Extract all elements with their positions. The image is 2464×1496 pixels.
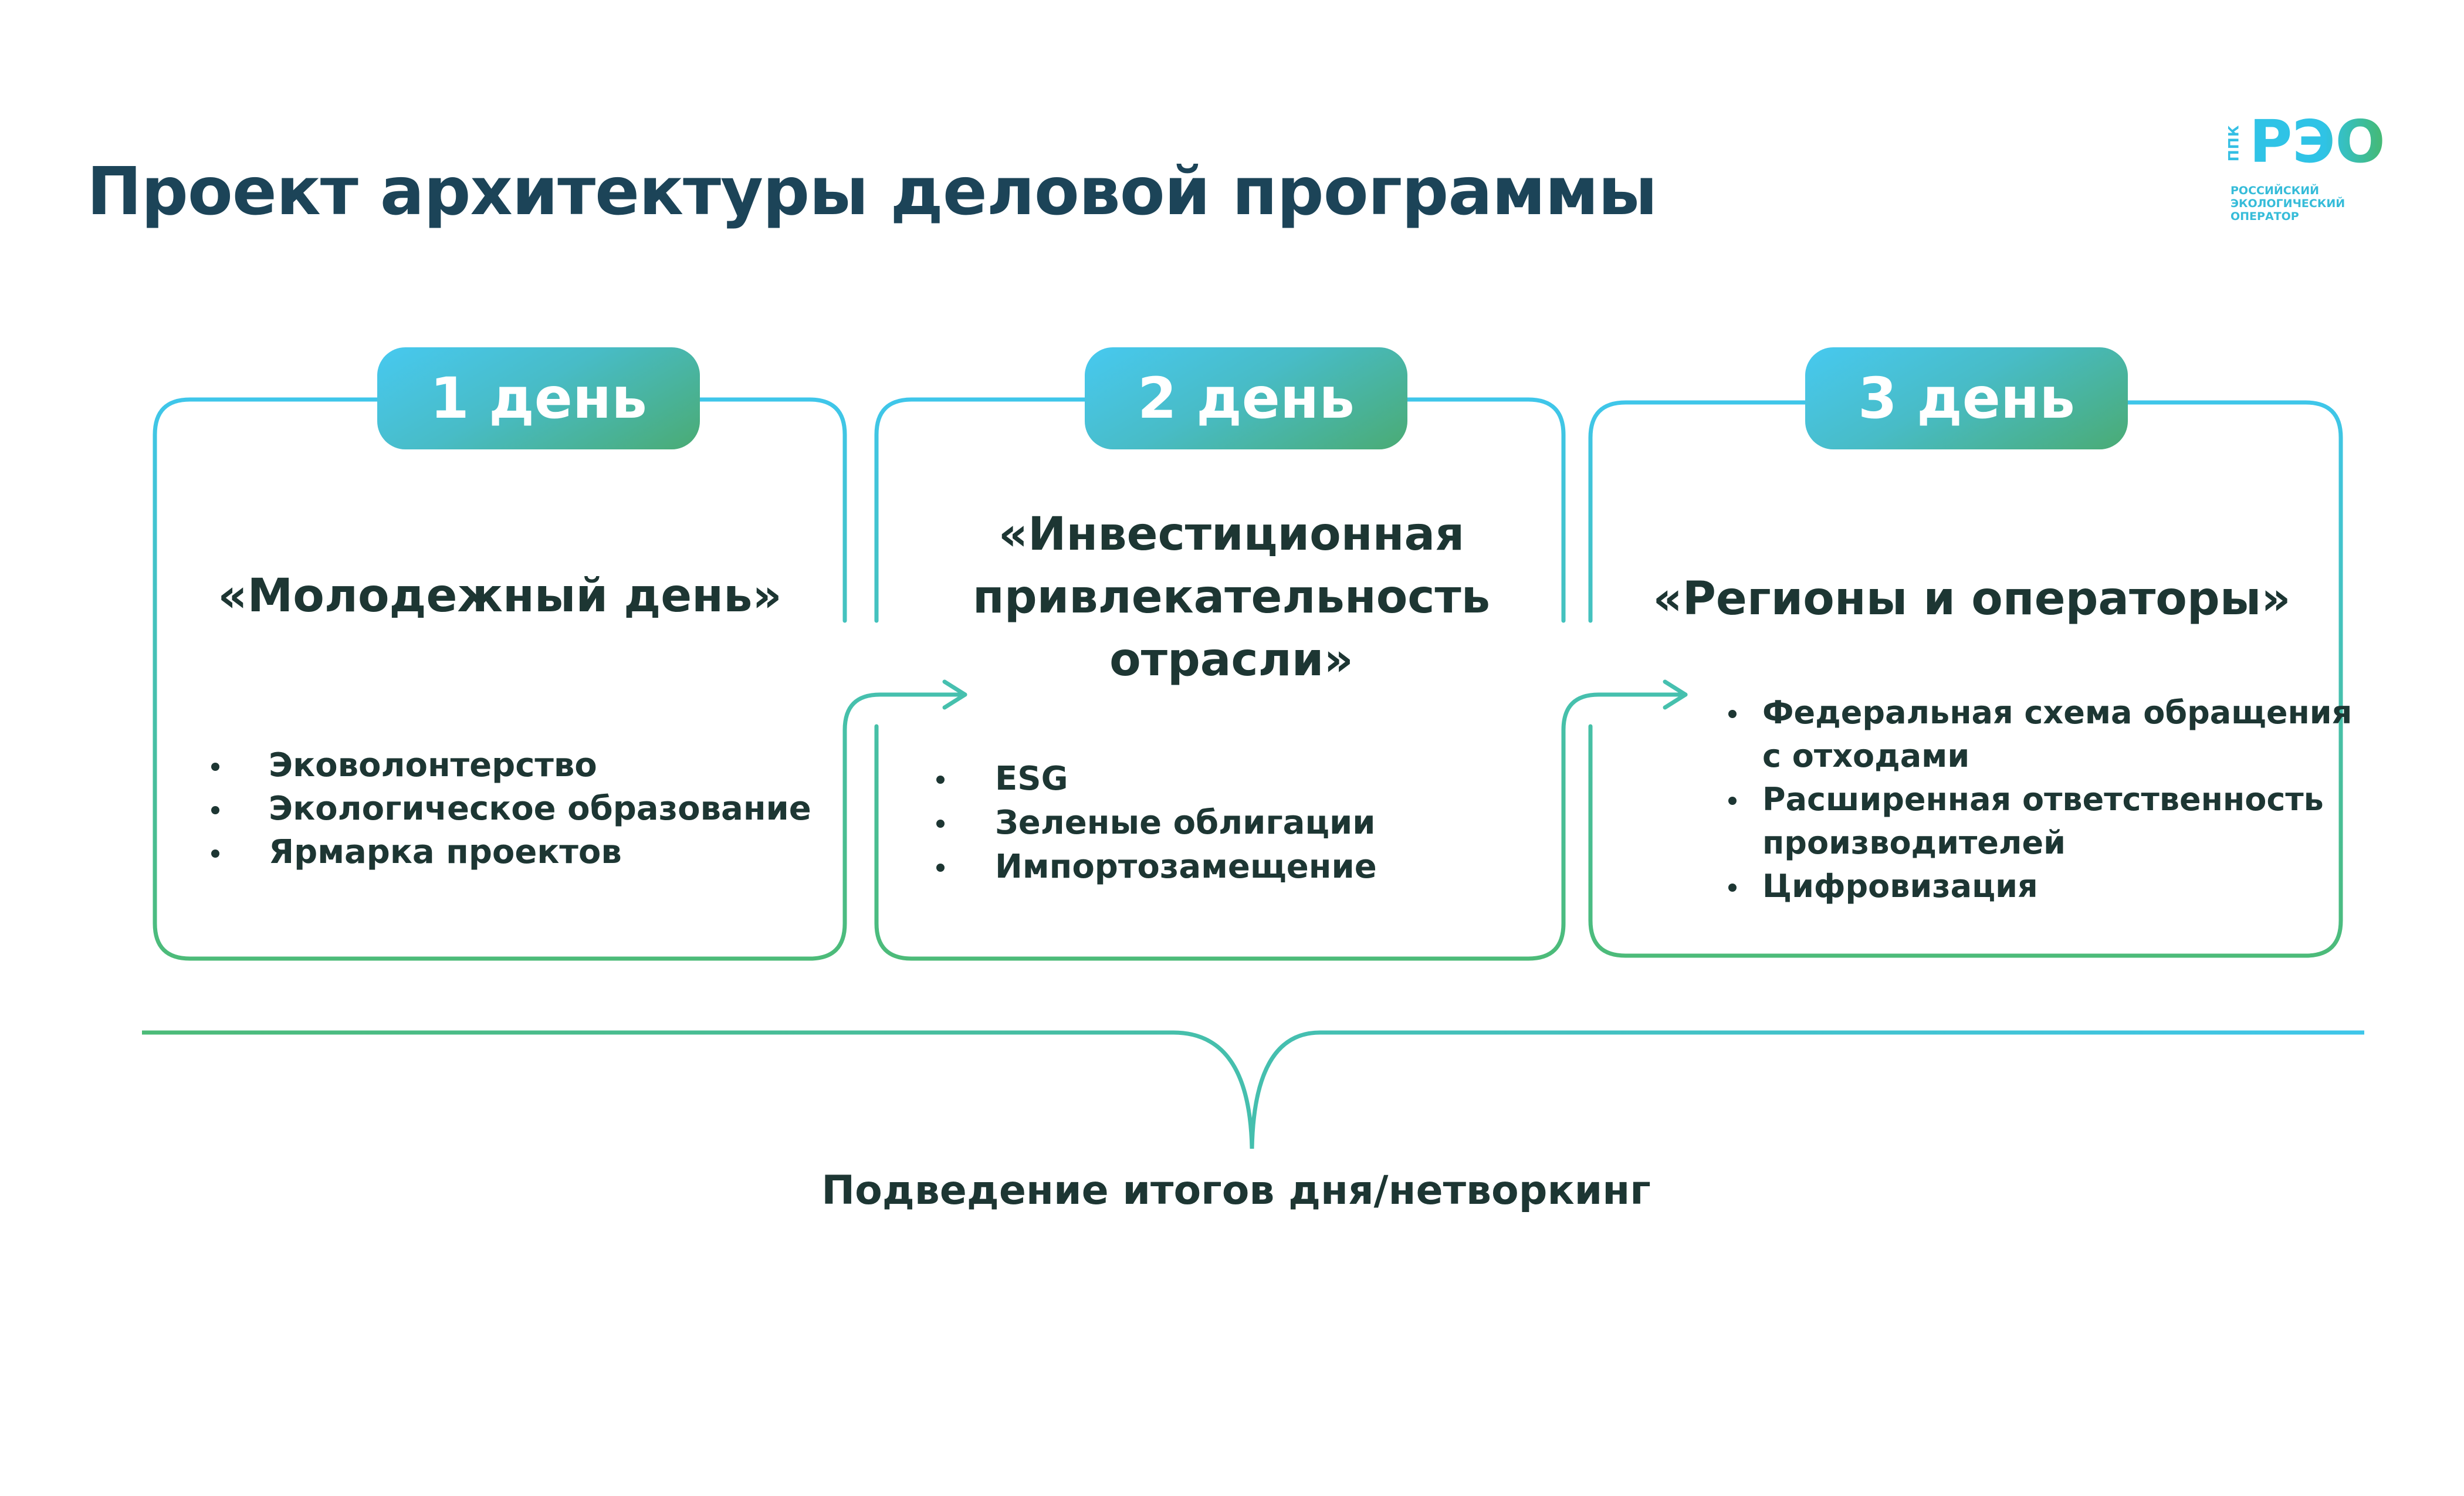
list-item: Зеленые облигации (936, 801, 1377, 845)
bottom-brace (142, 1030, 2364, 1149)
topic-label: Ярмарка проектов (269, 833, 622, 871)
day-2-badge: 2 день (1085, 347, 1407, 449)
day-2-heading-line: «Инвестиционная (998, 508, 1465, 561)
logo-prefix: ППК (2225, 124, 2242, 162)
day-2-heading: «Инвестиционная привлекательность отрасл… (876, 503, 1586, 692)
day-3-heading-line: «Регионы и операторы» (1653, 573, 2291, 625)
topic-label: Зеленые облигации (995, 804, 1376, 842)
day-1-topics: Эковолонтерство Экологическое образовани… (211, 744, 811, 874)
day-2-heading-line: привлекательность (972, 571, 1491, 624)
topic-label: Импортозамещение (995, 848, 1377, 886)
day-1-heading: «Молодежный день» (155, 565, 845, 628)
page-title: Проект архитектуры деловой программы (87, 154, 1657, 230)
arrow-2-head (1663, 679, 1688, 710)
logo-line-2: ЭКОЛОГИЧЕСКИЙ (2231, 197, 2345, 210)
topic-label: Федеральная схема обращения (1762, 694, 2353, 731)
list-item-continuation: производителей (1728, 821, 2352, 865)
day-2-topics: ESG Зеленые облигации Импортозамещение (936, 757, 1377, 889)
day-3-heading: «Регионы и операторы» (1590, 568, 2353, 631)
topic-label: производителей (1762, 824, 2066, 861)
list-item: ESG (936, 757, 1377, 801)
topic-label: с отходами (1762, 737, 1970, 774)
arrow-1-head (942, 679, 967, 710)
day-3-topics: Федеральная схема обращения с отходами Р… (1728, 691, 2352, 908)
day-1-badge: 1 день (377, 347, 700, 449)
topic-label: Эковолонтерство (269, 746, 597, 784)
logo-caption: РОССИЙСКИЙ ЭКОЛОГИЧЕСКИЙ ОПЕРАТОР (2231, 184, 2345, 223)
day-1-heading-line: «Молодежный день» (218, 570, 782, 622)
list-item: Расширенная ответственность (1728, 778, 2352, 821)
day-3-badge: 3 день (1805, 347, 2128, 449)
list-item: Цифровизация (1728, 865, 2352, 908)
box-3-outline (1588, 400, 2343, 958)
topic-label: Расширенная ответственность (1762, 781, 2324, 818)
topic-label: ESG (995, 760, 1068, 798)
logo: ППК РЭО РОССИЙСКИЙ ЭКОЛОГИЧЕСКИЙ ОПЕРАТО… (2223, 106, 2411, 224)
topic-label: Экологическое образование (269, 790, 811, 828)
summary-caption: Подведение итогов дня/нетворкинг (821, 1167, 1651, 1214)
box-1-outline (153, 397, 967, 961)
list-item: Федеральная схема обращения (1728, 691, 2352, 735)
topic-label: Цифровизация (1762, 868, 2038, 905)
logo-mark: РЭО (2249, 107, 2385, 176)
list-item: Ярмарка проектов (211, 831, 811, 874)
list-item-continuation: с отходами (1728, 735, 2352, 778)
list-item: Импортозамещение (936, 845, 1377, 889)
logo-line-1: РОССИЙСКИЙ (2231, 184, 2320, 197)
day-2-heading-line: отрасли» (1109, 634, 1353, 686)
list-item: Эковолонтерство (211, 744, 811, 787)
logo-line-3: ОПЕРАТОР (2231, 210, 2299, 223)
list-item: Экологическое образование (211, 787, 811, 831)
